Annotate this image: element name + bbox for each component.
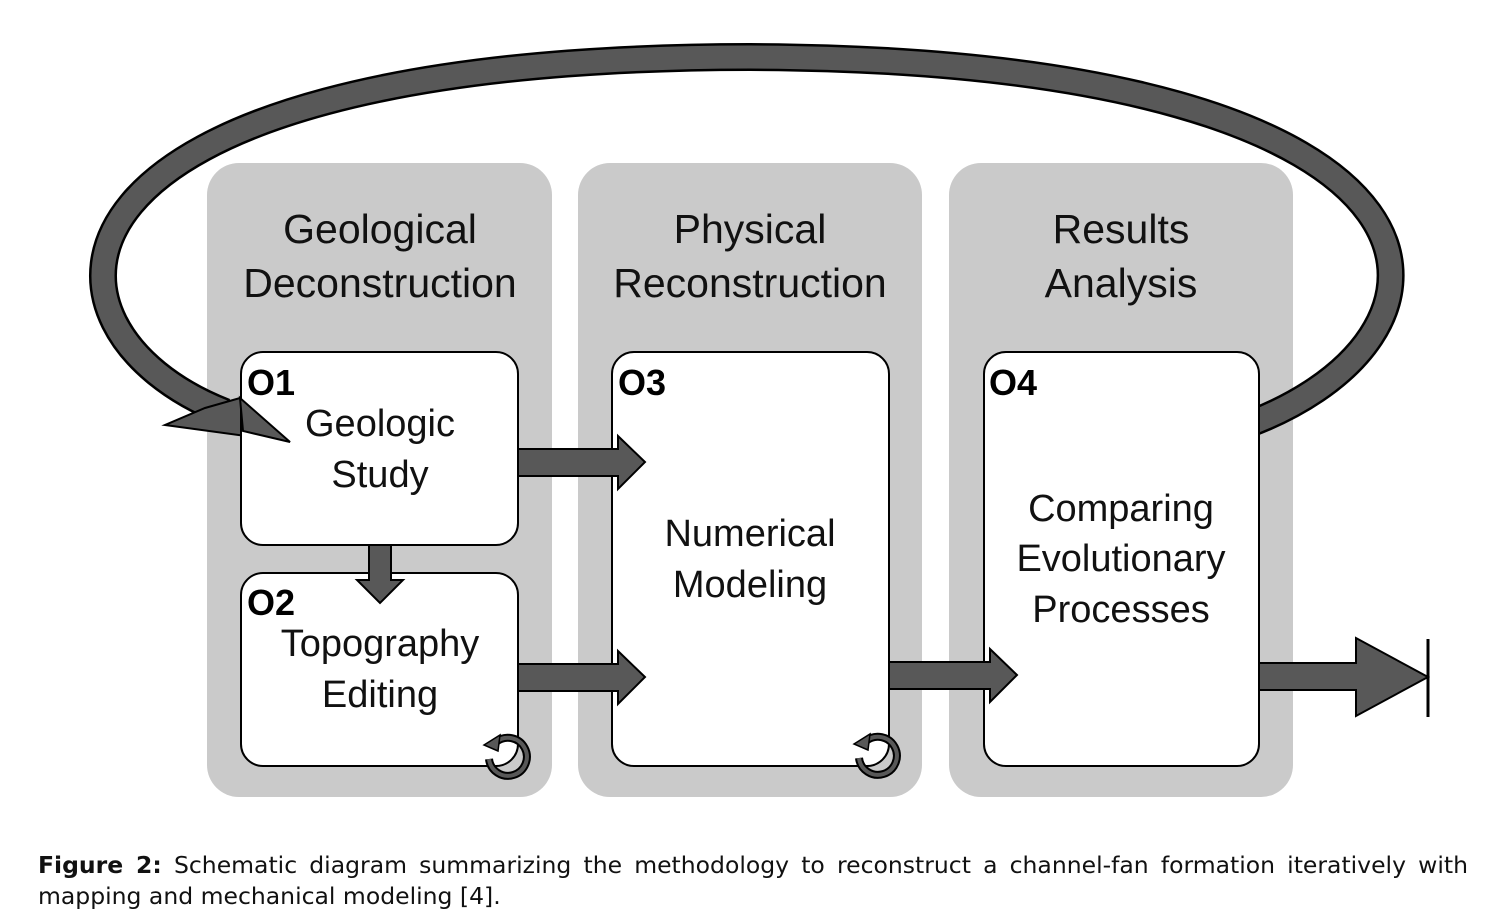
- arrow-o3-to-o4: [888, 646, 1019, 705]
- phase-title: Deconstruction: [243, 260, 516, 306]
- phase-title: Analysis: [1045, 260, 1198, 306]
- arrow-o1-to-o3: [517, 433, 647, 492]
- figure-caption: Figure 2: Schematic diagram summarizing …: [38, 850, 1468, 912]
- box-label: Topography: [281, 623, 480, 665]
- arrow-o1-to-o2: [354, 544, 406, 605]
- caption-label: Figure 2:: [38, 851, 162, 879]
- box-label: Modeling: [673, 564, 827, 606]
- box-label: Comparing: [1028, 488, 1214, 530]
- box-label: Evolutionary: [1016, 538, 1225, 580]
- box-label: Study: [331, 454, 428, 496]
- phase-title: Geological: [283, 206, 477, 252]
- phase-title: Results: [1053, 206, 1190, 252]
- box-label: Geologic: [305, 403, 455, 445]
- box-label: Numerical: [664, 513, 835, 555]
- box-label: Editing: [322, 674, 438, 716]
- output-arrow: [1258, 636, 1431, 718]
- box-o4: [983, 351, 1260, 767]
- box-id: O2: [247, 582, 295, 623]
- box-id: O4: [989, 362, 1037, 403]
- refresh-icon: [482, 733, 531, 780]
- refresh-icon: [852, 732, 901, 779]
- arrow-o2-to-o3: [517, 648, 647, 707]
- box-id: O3: [618, 362, 666, 403]
- box-label: Processes: [1032, 589, 1209, 631]
- phase-title: Physical: [674, 206, 827, 252]
- caption-text: Schematic diagram summarizing the method…: [38, 851, 1468, 910]
- box-id: O1: [247, 362, 295, 403]
- box-o3: [611, 351, 890, 767]
- phase-title: Reconstruction: [613, 260, 886, 306]
